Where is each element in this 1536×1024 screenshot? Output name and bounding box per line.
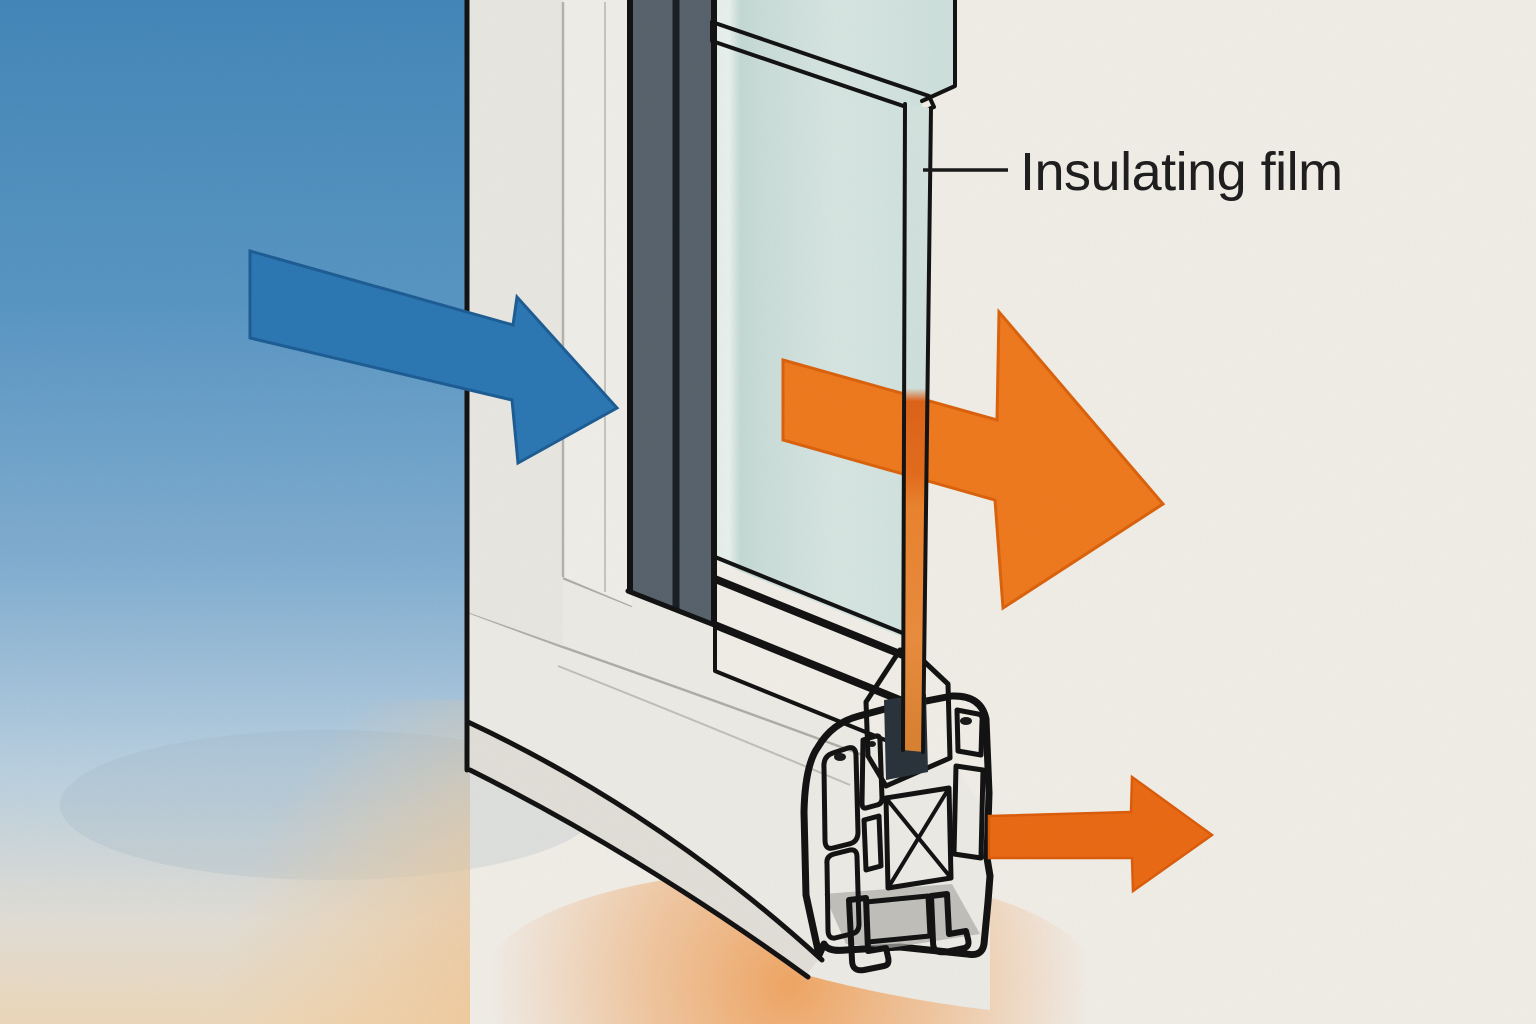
paper-grain-overlay (0, 0, 1536, 1024)
window-insulation-diagram: Insulating film (0, 0, 1536, 1024)
diagram-svg: Insulating film (0, 0, 1536, 1024)
